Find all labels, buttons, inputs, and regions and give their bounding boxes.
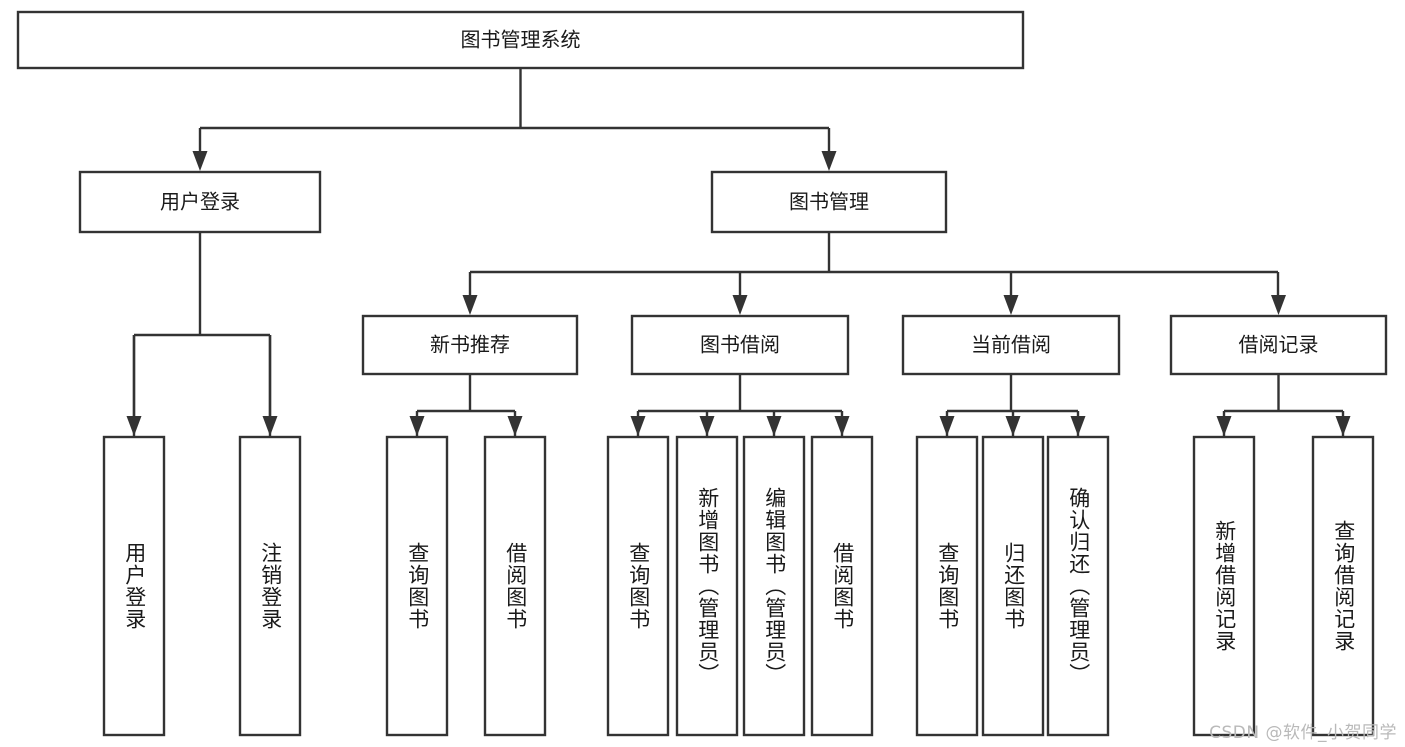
node-leaf-query-borrow-record[interactable] (1313, 437, 1373, 735)
node-label-book-manage: 图书管理 (789, 190, 869, 214)
arrow-head-icon (126, 416, 142, 436)
arrow-head-icon (462, 295, 478, 315)
arrow-head-icon (834, 416, 850, 436)
node-leaf-query-book-borrow[interactable] (608, 437, 668, 735)
leaf-box-leaf-borrow-book-rec[interactable] (483, 435, 547, 737)
node-leaf-edit-book[interactable] (744, 437, 804, 735)
arrow-head-icon (507, 416, 523, 436)
node-book-manage[interactable] (712, 172, 946, 232)
arrow-heads-layer (126, 151, 1351, 436)
node-leaf-return-book[interactable] (983, 437, 1043, 735)
node-label-borrow-record: 借阅记录 (1239, 333, 1319, 357)
leaf-box-leaf-user-login[interactable] (102, 435, 166, 737)
node-boxes-layer (16, 10, 1388, 737)
arrow-head-icon (821, 151, 837, 171)
node-box-user-login[interactable] (78, 170, 322, 234)
arrow-head-icon (1003, 295, 1019, 315)
leaf-box-leaf-query-book-rec[interactable] (385, 435, 449, 737)
arrow-head-icon (1216, 416, 1232, 436)
node-leaf-add-borrow-record[interactable] (1194, 437, 1254, 735)
arrow-head-icon (699, 416, 715, 436)
arrow-head-icon (732, 295, 748, 315)
arrow-head-icon (192, 151, 208, 171)
node-book-borrow[interactable] (632, 316, 848, 374)
arrow-head-icon (1005, 416, 1021, 436)
node-label-book-borrow: 图书借阅 (700, 333, 780, 357)
node-leaf-user-login[interactable] (104, 437, 164, 735)
node-current-borrow[interactable] (903, 316, 1119, 374)
node-label-user-login: 用户登录 (160, 190, 240, 214)
leaf-box-leaf-add-borrow-record[interactable] (1192, 435, 1256, 737)
leaf-box-leaf-query-book-current[interactable] (915, 435, 979, 737)
leaf-box-leaf-edit-book[interactable] (742, 435, 806, 737)
node-box-book-borrow[interactable] (630, 314, 850, 376)
node-box-root[interactable] (16, 10, 1025, 70)
node-box-current-borrow[interactable] (901, 314, 1121, 376)
arrow-head-icon (1335, 416, 1351, 436)
arrow-head-icon (1070, 416, 1086, 436)
node-new-book-recommend[interactable] (363, 316, 577, 374)
node-box-book-manage[interactable] (710, 170, 948, 234)
node-box-new-book-recommend[interactable] (361, 314, 579, 376)
arrow-head-icon (939, 416, 955, 436)
leaf-box-leaf-query-book-borrow[interactable] (606, 435, 670, 737)
leaf-box-leaf-add-book[interactable] (675, 435, 739, 737)
leaf-box-leaf-query-borrow-record[interactable] (1311, 435, 1375, 737)
node-root[interactable] (18, 12, 1023, 68)
node-leaf-borrow-book-rec[interactable] (485, 437, 545, 735)
leaf-box-leaf-logout[interactable] (238, 435, 302, 737)
connectors-layer (132, 68, 1345, 437)
node-leaf-query-book-rec[interactable] (387, 437, 447, 735)
leaf-box-leaf-confirm-return[interactable] (1046, 435, 1110, 737)
node-leaf-logout[interactable] (240, 437, 300, 735)
arrow-head-icon (409, 416, 425, 436)
arrow-head-icon (1271, 295, 1286, 315)
arrow-head-icon (766, 416, 782, 436)
node-label-root: 图书管理系统 (461, 28, 581, 52)
node-leaf-add-book[interactable] (677, 437, 737, 735)
node-user-login[interactable] (80, 172, 320, 232)
node-borrow-record[interactable] (1171, 316, 1386, 374)
leaf-box-leaf-return-book[interactable] (981, 435, 1045, 737)
node-box-borrow-record[interactable] (1169, 314, 1388, 376)
node-leaf-query-book-current[interactable] (917, 437, 977, 735)
node-label-new-book-recommend: 新书推荐 (430, 333, 510, 357)
arrow-head-icon (630, 416, 646, 436)
node-leaf-confirm-return[interactable] (1048, 437, 1108, 735)
arrow-head-icon (262, 416, 278, 436)
watermark-text: CSDN @软件_小贺同学 (1209, 723, 1397, 743)
leaf-box-leaf-borrow-book[interactable] (810, 435, 874, 737)
node-leaf-borrow-book[interactable] (812, 437, 872, 735)
node-label-current-borrow: 当前借阅 (971, 333, 1051, 357)
